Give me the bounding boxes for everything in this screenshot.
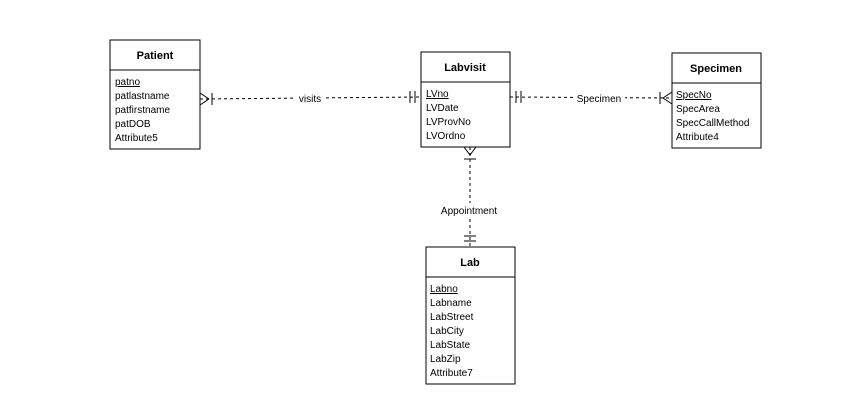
entity-patient[interactable]: Patient patno patlastname patfirstname p… [109, 39, 201, 150]
lab-attr-3: LabCity [430, 326, 464, 337]
lab-title: Lab [460, 257, 480, 269]
entity-specimen[interactable]: Specimen SpecNo SpecArea SpecCallMethod … [671, 52, 762, 149]
patient-title: Patient [137, 50, 174, 62]
specimen-attr-1: SpecArea [676, 104, 720, 115]
specimen-attr-3: Attribute4 [676, 132, 719, 143]
visits-label: visits [299, 94, 321, 105]
patient-attr-3: patDOB [115, 119, 151, 130]
lab-attr-1: Labname [430, 298, 472, 309]
specimen-title: Specimen [690, 63, 742, 75]
relationship-appointment[interactable]: Appointment [437, 146, 501, 247]
visits-crowfoot-top [199, 92, 210, 100]
patient-box [109, 39, 201, 150]
entity-labvisit[interactable]: Labvisit LVno LVDate LVProvNo LVOrdno [420, 51, 511, 148]
appointment-label-bg [437, 203, 501, 217]
labvisit-title: Labvisit [444, 62, 486, 74]
patient-attr-2: patfirstname [115, 105, 170, 116]
specimen-attr-2: SpecCallMethod [676, 118, 749, 129]
specimen-crowfoot-top [662, 91, 673, 99]
relationship-visits[interactable]: visits [199, 91, 422, 106]
lab-attr-2: LabStreet [430, 312, 474, 323]
visits-crowfoot-bottom [199, 98, 210, 106]
appointment-crowfoot-right [469, 146, 477, 156]
lab-attr-5: LabZip [430, 354, 461, 365]
labvisit-attr-3: LVOrdno [426, 131, 466, 142]
relationship-specimen[interactable]: Specimen [509, 91, 673, 105]
labvisit-attr-1: LVDate [426, 103, 459, 114]
specimen-label: Specimen [577, 94, 621, 105]
lab-box [425, 246, 516, 385]
lab-attr-0: Labno [430, 284, 458, 295]
specimen-label-bg [573, 91, 625, 105]
appointment-label: Appointment [441, 206, 497, 217]
entity-lab[interactable]: Lab Labno Labname LabStreet LabCity LabS… [425, 246, 516, 385]
labvisit-box [420, 51, 511, 148]
patient-attr-1: patlastname [115, 91, 170, 102]
lab-attr-4: LabState [430, 340, 470, 351]
specimen-box [671, 52, 762, 149]
specimen-crowfoot-bottom [662, 97, 673, 105]
specimen-attr-0: SpecNo [676, 90, 712, 101]
labvisit-attr-0: LVno [426, 89, 449, 100]
appointment-crowfoot-left [463, 146, 471, 156]
patient-attr-0: patno [115, 77, 140, 88]
patient-attr-4: Attribute5 [115, 133, 158, 144]
labvisit-attr-2: LVProvNo [426, 117, 471, 128]
visits-label-bg [295, 91, 325, 105]
lab-attr-6: Attribute7 [430, 368, 473, 379]
